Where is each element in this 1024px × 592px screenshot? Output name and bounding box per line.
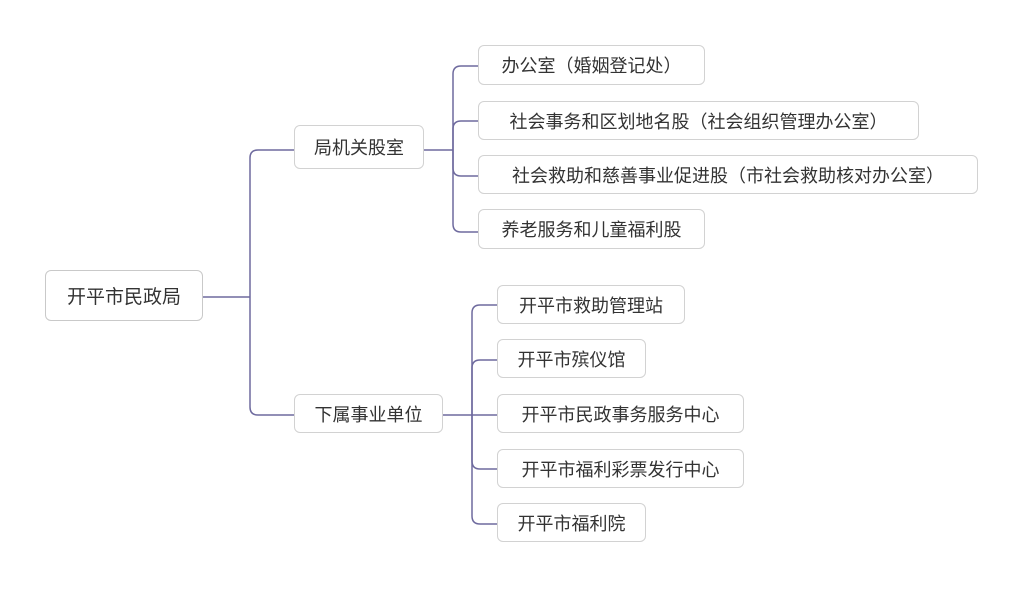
branch0-connector-line-1 bbox=[452, 120, 478, 150]
leaf-node-welfare-home[interactable]: 开平市福利院 bbox=[497, 503, 646, 542]
branch1-connector-line-3 bbox=[471, 415, 497, 470]
leaf-node-elderly-child-welfare[interactable]: 养老服务和儿童福利股 bbox=[478, 209, 705, 249]
branch-node-affiliated-institutions[interactable]: 下属事业单位 bbox=[294, 394, 443, 433]
leaf-node-social-assistance[interactable]: 社会救助和慈善事业促进股（市社会救助核对办公室） bbox=[478, 155, 978, 194]
branch-node-bureau-departments[interactable]: 局机关股室 bbox=[294, 125, 424, 169]
branch0-connector-line-0 bbox=[452, 65, 478, 150]
leaf-node-relief-station[interactable]: 开平市救助管理站 bbox=[497, 285, 685, 324]
leaf-node-funeral-home[interactable]: 开平市殡仪馆 bbox=[497, 339, 646, 378]
branch1-connector-line-4 bbox=[471, 415, 497, 525]
branch1-connector-line-0 bbox=[471, 304, 497, 415]
leaf-node-service-center[interactable]: 开平市民政事务服务中心 bbox=[497, 394, 744, 433]
leaf-node-office[interactable]: 办公室（婚姻登记处） bbox=[478, 45, 705, 85]
leaf-node-lottery-center[interactable]: 开平市福利彩票发行中心 bbox=[497, 449, 744, 488]
branch1-connector-line-1 bbox=[471, 359, 497, 415]
root-connector-line-0 bbox=[249, 149, 294, 297]
branch0-connector-line-2 bbox=[452, 150, 478, 177]
leaf-node-social-affairs[interactable]: 社会事务和区划地名股（社会组织管理办公室） bbox=[478, 101, 919, 140]
root-connector-line-1 bbox=[249, 297, 294, 416]
branch0-connector-line-3 bbox=[452, 150, 478, 233]
root-node[interactable]: 开平市民政局 bbox=[45, 270, 203, 321]
